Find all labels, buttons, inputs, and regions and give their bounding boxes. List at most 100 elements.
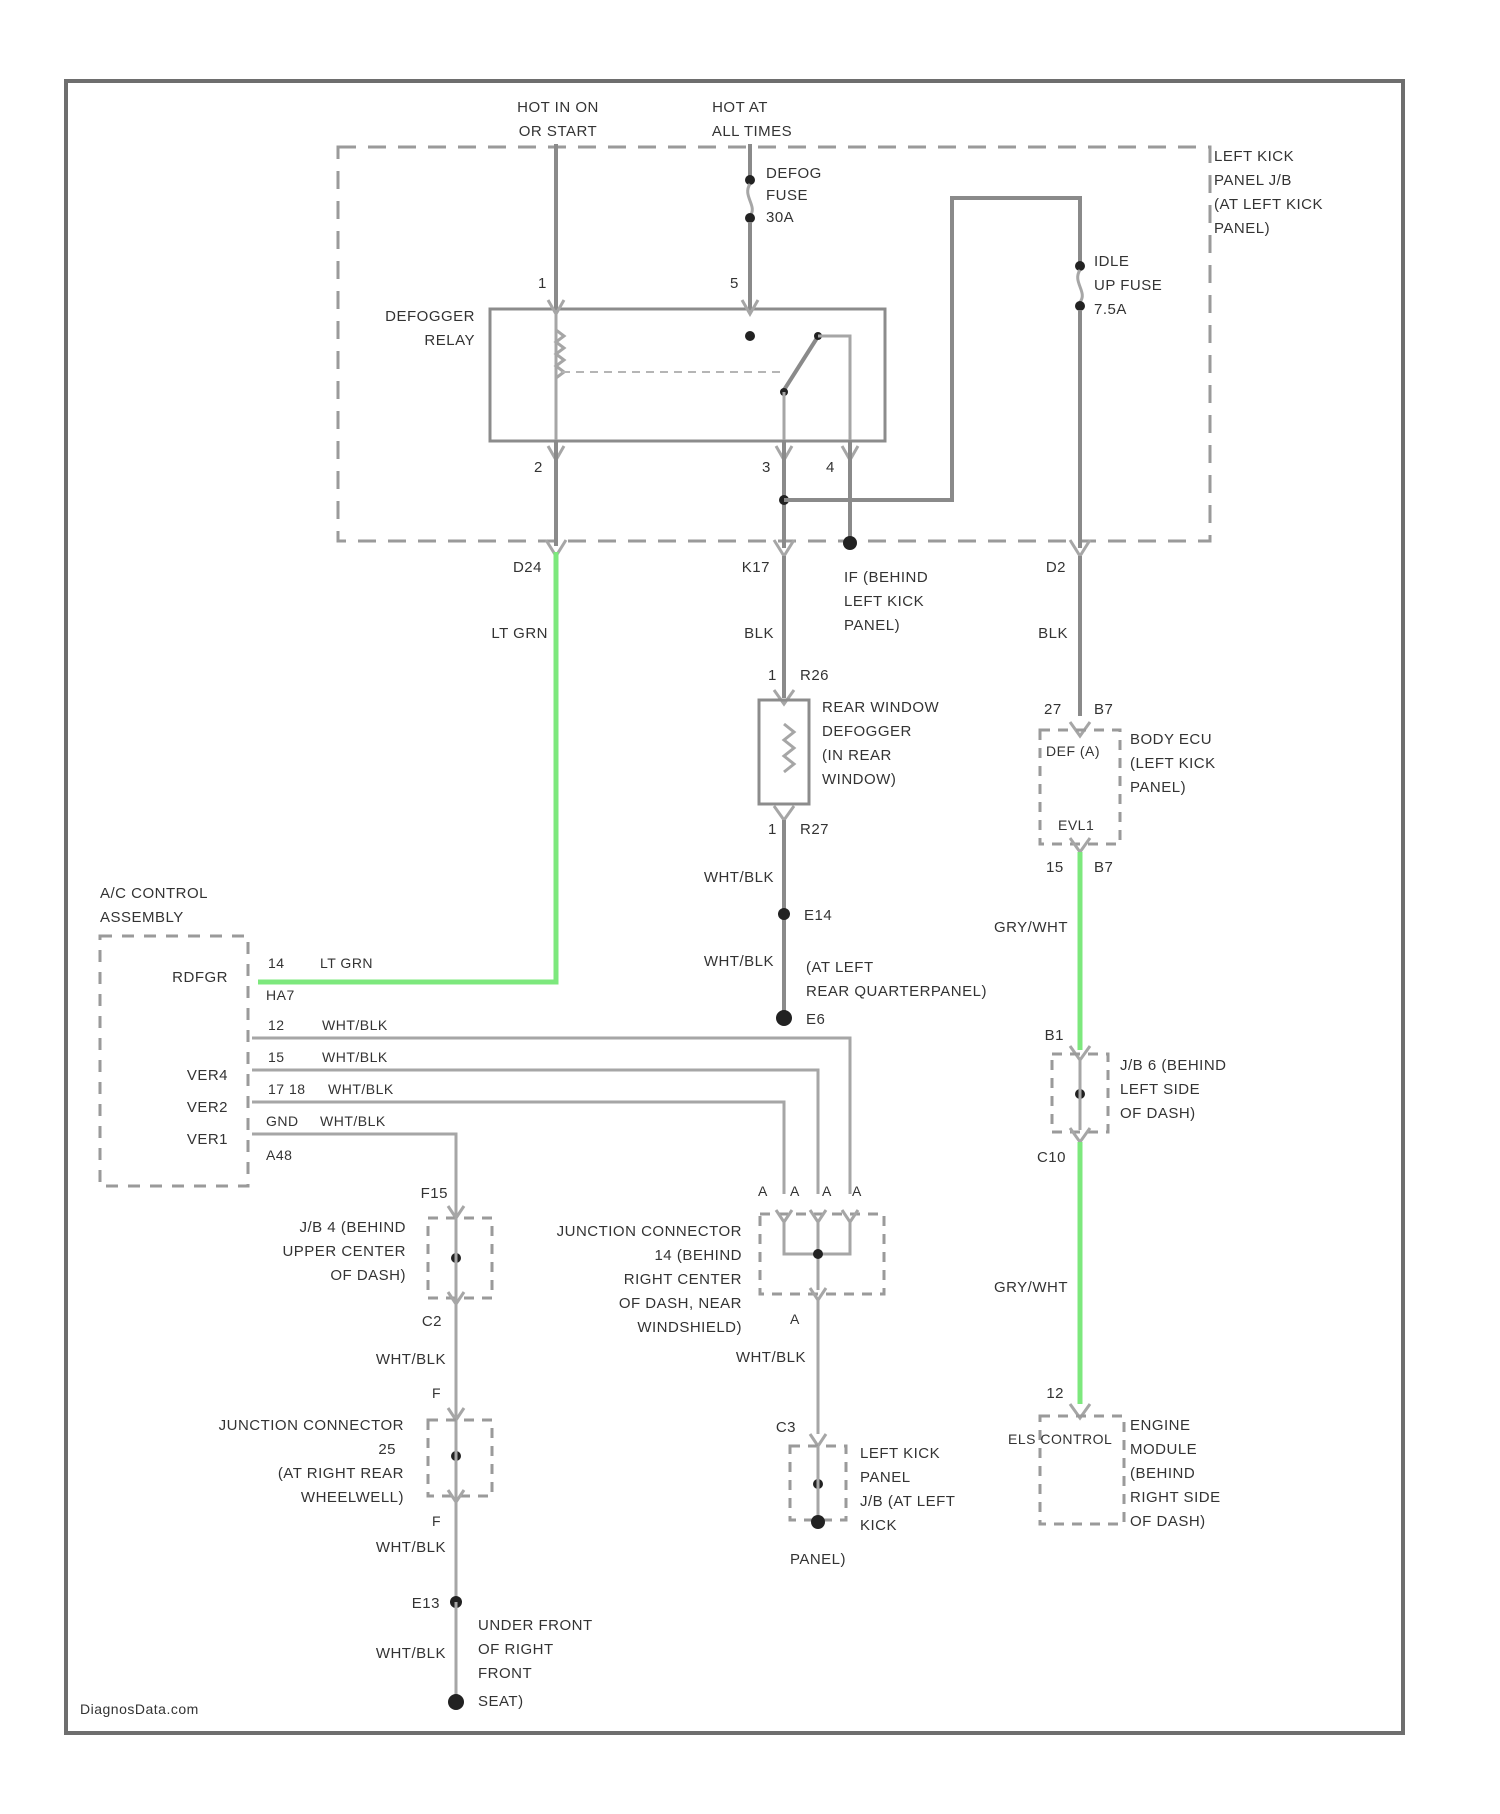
rear-defogger-label: REAR WINDOW [822,699,940,716]
body-ecu-label-2: (LEFT KICK [1130,755,1216,772]
defog-fuse-label-3: 30A [766,209,794,226]
relay-pin-3: 3 [762,459,771,476]
wire-gry-wht-2-label: GRY/WHT [994,1279,1068,1296]
body-ecu-inner-bot: EVL1 [1058,817,1094,833]
jc14-mark-3 [842,1210,858,1222]
ac-row-3-wire: WHT/BLK [328,1081,394,1097]
lk-jb-label: LEFT KICK [860,1445,940,1462]
ground-if-point [843,536,857,550]
jc25-label-3: (AT RIGHT REAR [278,1465,404,1482]
ac-ver1-label: VER1 [187,1131,228,1148]
jb4-label-2: UPPER CENTER [282,1243,406,1260]
ac-rdfgr-label: RDFGR [172,969,228,986]
jb6-label: J/B 6 (BEHIND [1120,1057,1227,1074]
lk-jb-label-2: PANEL [860,1469,911,1486]
relay-fixed-contact [745,331,755,341]
jc25-label: JUNCTION CONNECTOR [219,1417,404,1434]
idle-fuse-label: IDLE [1094,253,1129,270]
ac-title: A/C CONTROL [100,885,208,902]
rear-defogger-label-4: WINDOW) [822,771,896,788]
b7-bot-num: 15 [1046,859,1064,876]
jc14-label-5: WINDSHIELD) [637,1319,742,1336]
hot-run-label: HOT IN ON [517,99,599,116]
wire-blk-2-label: BLK [1038,625,1068,642]
hot-all-label-2: ALL TIMES [712,123,792,140]
e14-note: (AT LEFT [806,959,874,976]
lk-jb-label-4: KICK [860,1517,897,1534]
hot-run-label-2: OR START [519,123,597,140]
relay-label-2: RELAY [424,332,475,349]
splice-e14 [778,908,790,920]
defog-fuse-top-terminal [745,175,755,185]
ac-row-1-pin: 12 [268,1017,285,1033]
jc14-pin-a4: A [852,1183,862,1199]
wire-lt-grn [258,552,556,982]
defog-fuse-label: DEFOG [766,165,822,182]
idle-fuse-bottom-terminal [1075,301,1085,311]
conn-r27-label: R27 [800,821,829,838]
wire-wht-blk-5-label: WHT/BLK [376,1539,446,1556]
conn-r26-label: R26 [800,667,829,684]
jc14-label: JUNCTION CONNECTOR [557,1223,742,1240]
wire-wht-blk-6-label: WHT/BLK [376,1645,446,1662]
ground-e13-label: UNDER FRONT [478,1617,593,1634]
idle-fuse-label-2: UP FUSE [1094,277,1162,294]
relay-pin-5: 5 [730,275,739,292]
ecm-label-2: MODULE [1130,1441,1197,1458]
ground-if-label: IF (BEHIND [844,569,928,586]
jc14-mark-2 [810,1210,826,1222]
relay-pin-1: 1 [538,275,547,292]
defog-fuse-label-2: FUSE [766,187,808,204]
ground-if-label-3: PANEL) [844,617,900,634]
body-ecu-label-3: PANEL) [1130,779,1186,796]
conn-d2-label: D2 [1046,559,1066,576]
rear-window-defogger [759,700,809,804]
wire-lt-grn-label: LT GRN [491,625,548,642]
ac-row-0-sub: HA7 [266,987,295,1003]
jc25-f-top: F [432,1385,441,1401]
ac-row-4-sub: A48 [266,1147,292,1163]
wire-wht-blk-4-label: WHT/BLK [736,1349,806,1366]
b7-bot-label: B7 [1094,859,1113,876]
ecm-label-5: OF DASH) [1130,1513,1206,1530]
e14-note-2: REAR QUARTERPANEL) [806,983,987,1000]
ac-ver2-label: VER2 [187,1099,228,1116]
jb4-label-3: OF DASH) [330,1267,406,1284]
wire-blk-1-label: BLK [744,625,774,642]
conn-r27-mark [774,806,794,820]
jc14-pin-a1: A [758,1183,768,1199]
diagram-frame [66,81,1403,1733]
ecm-label: ENGINE [1130,1417,1191,1434]
ground-e6-label: E6 [806,1011,825,1028]
jc25-label-4: WHEELWELL) [301,1489,404,1506]
jb-left-kick-label-3: (AT LEFT KICK [1214,196,1323,213]
conn-r26-num: 1 [768,667,777,684]
lk-jb-label-5: PANEL) [790,1551,846,1568]
conn-c3-mark [810,1434,826,1446]
defog-fuse-icon [748,184,753,216]
rear-defogger-label-2: DEFOGGER [822,723,912,740]
relay-internal-2 [818,336,850,440]
relay-label: DEFOGGER [385,308,475,325]
ac-row-1-wire: WHT/BLK [322,1017,388,1033]
jb-left-kick-label: LEFT KICK [1214,148,1294,165]
jc25-f-bot: F [432,1513,441,1529]
conn-c10-mark [1070,1128,1090,1142]
hot-all-label: HOT AT [712,99,768,116]
conn-e13-label: E13 [412,1595,440,1612]
relay-pin-4: 4 [826,459,835,476]
jb-left-kick-label-4: PANEL) [1214,220,1270,237]
ac-row-0-pin: 14 [268,955,285,971]
ac-title-2: ASSEMBLY [100,909,184,926]
defogger-relay [490,309,885,441]
idle-fuse-label-3: 7.5A [1094,301,1127,318]
wire-wht-blk-1-label: WHT/BLK [704,869,774,886]
jc14-label-2: 14 (BEHIND [654,1247,742,1264]
watermark: DiagnosData.com [80,1701,199,1717]
b7-top-num: 27 [1044,701,1062,718]
relay-switch-arm [784,338,817,390]
jc14-mark-1 [776,1210,792,1222]
ecm-inner: ELS CONTROL [1008,1431,1112,1447]
jc14-splice [813,1249,823,1259]
